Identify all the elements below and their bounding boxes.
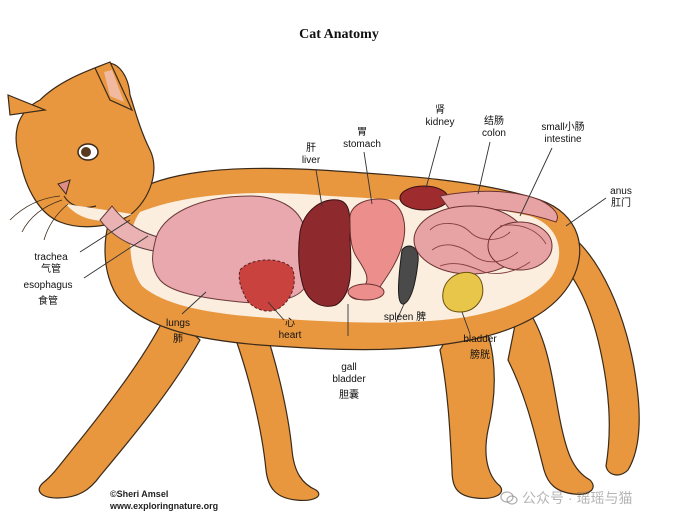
label-small-intestine-line2: intestine — [528, 134, 598, 146]
credit: ©Sheri Amsel www.exploringnature.org — [110, 488, 218, 512]
gall-bladder-organ — [348, 284, 384, 300]
label-small-intestine-line1: small小肠 — [528, 122, 598, 134]
label-stomach: 胃 stomach — [336, 127, 388, 151]
label-lungs-en: lungs — [158, 318, 198, 330]
watermark: 公众号 · 瑶瑶与猫 — [500, 488, 632, 508]
label-kidney-zh: 肾 — [418, 105, 462, 117]
label-anus: anus 肛门 — [604, 186, 638, 210]
label-heart: 心 heart — [270, 318, 310, 342]
label-trachea-zh: 气管 — [26, 264, 76, 276]
diagram-title: Cat Anatomy — [0, 27, 678, 43]
liver-organ — [299, 200, 351, 307]
label-kidney: 肾 kidney — [418, 105, 462, 129]
label-gall-bladder-line2: bladder — [328, 374, 370, 386]
label-kidney-en: kidney — [418, 117, 462, 129]
label-small-intestine: small小肠 intestine — [528, 122, 598, 146]
label-colon: 结肠 colon — [474, 116, 514, 140]
label-trachea-en: trachea — [26, 252, 76, 264]
label-spleen-zh: 脾 — [416, 312, 426, 323]
label-stomach-en: stomach — [336, 139, 388, 151]
label-lungs-zh: 肺 — [158, 334, 198, 346]
label-stomach-zh: 胃 — [336, 127, 388, 139]
label-liver-zh: 肝 — [296, 143, 326, 155]
label-trachea: trachea 气管 — [26, 252, 76, 276]
label-gall-bladder-zh: 胆囊 — [328, 390, 370, 402]
label-bladder-en: bladder — [456, 334, 504, 346]
label-lungs: lungs 肺 — [158, 318, 198, 346]
label-liver-en: liver — [296, 155, 326, 167]
wechat-icon — [500, 491, 518, 505]
label-heart-zh: 心 — [270, 318, 310, 330]
label-esophagus: esophagus 食管 — [16, 280, 80, 308]
credit-url: www.exploringnature.org — [110, 500, 218, 512]
label-esophagus-zh: 食管 — [16, 296, 80, 308]
watermark-text: 公众号 · 瑶瑶与猫 — [522, 490, 632, 506]
label-bladder-zh: 膀胱 — [456, 350, 504, 362]
label-gall-bladder: gall bladder 胆囊 — [328, 362, 370, 402]
kidney-organ — [400, 186, 448, 210]
label-colon-en: colon — [474, 128, 514, 140]
label-spleen-en: spleen — [384, 312, 413, 323]
label-heart-en: heart — [270, 330, 310, 342]
label-liver: 肝 liver — [296, 143, 326, 167]
label-anus-zh: 肛门 — [604, 198, 638, 210]
label-gall-bladder-line1: gall — [328, 362, 370, 374]
label-esophagus-en: esophagus — [16, 280, 80, 292]
cat-hind-leg-rear — [508, 300, 593, 494]
cat-pupil — [81, 147, 91, 157]
label-spleen: spleen 脾 — [380, 312, 430, 324]
credit-author: ©Sheri Amsel — [110, 488, 218, 500]
label-anus-en: anus — [604, 186, 638, 198]
label-colon-zh: 结肠 — [474, 116, 514, 128]
label-bladder: bladder 膀胱 — [456, 334, 504, 362]
label-spleen-row: spleen 脾 — [380, 312, 430, 324]
